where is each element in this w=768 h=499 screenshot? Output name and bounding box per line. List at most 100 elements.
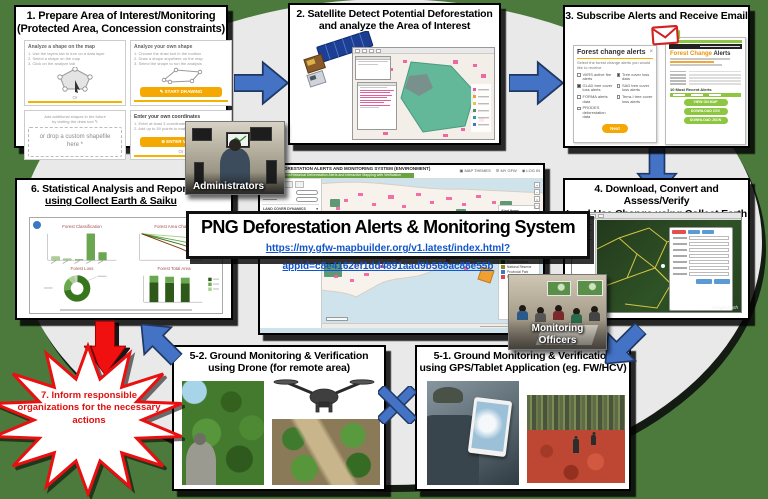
email-action-button[interactable]: VIEW ON MAP — [683, 98, 728, 106]
alert-option-label: SAD tree cover loss alerts — [622, 82, 650, 93]
map-zoom-controls[interactable]: +−⌂▢ — [534, 182, 540, 209]
alert-option[interactable]: FORMA alerts data — [577, 93, 614, 104]
close-icon[interactable]: × — [649, 49, 653, 55]
svg-text:Forest Loss: Forest Loss — [71, 265, 95, 270]
alerts-list-window — [357, 82, 397, 130]
email-preview: Forest Change Alerts 10 Most Recent Aler… — [665, 37, 746, 145]
email-action-button[interactable]: DOWNLOAD CSV — [683, 107, 728, 115]
alert-option[interactable]: SAD tree cover loss alerts — [616, 82, 654, 93]
map-app-subtitle: Near Real-Time/Historical Deforestation … — [264, 173, 414, 178]
alert-option[interactable]: Tree cover loss data — [616, 72, 654, 82]
map-scalebar — [326, 317, 348, 321]
arrow-step1-to-step2 — [234, 60, 288, 106]
monitoring-officers-label: Monitoring Officers — [531, 323, 584, 346]
email-action-button[interactable]: DOWNLOAD JSON — [683, 116, 728, 124]
alert-option[interactable]: VIIRS active fire alerts — [577, 71, 614, 82]
dashboard-footnote — [60, 309, 192, 311]
checkbox-icon[interactable] — [577, 106, 581, 111]
arrow-step2-to-step3 — [509, 60, 563, 106]
alert-option-label: PRODES deforestation data — [582, 105, 606, 120]
satellite-icon — [303, 31, 374, 88]
legend-item: Provincial Park — [501, 270, 537, 275]
legend-color-chip — [501, 259, 505, 264]
system-title: PNG Deforestation Alerts & Monitoring Sy… — [201, 217, 576, 237]
photo-drone-launch — [182, 381, 264, 485]
coordinates-heading: Enter your own coordinates — [134, 113, 201, 120]
map-toolbar — [353, 48, 494, 54]
photo-cleared-forest — [527, 395, 625, 483]
email-heading: Forest Change Alerts — [670, 51, 731, 57]
alert-option[interactable]: PRODES deforestation data — [577, 105, 614, 120]
x-connector-icon — [377, 385, 417, 425]
or-divider: Or — [134, 149, 228, 157]
step5-2-card: 5-2. Ground Monitoring & Verification us… — [172, 345, 386, 491]
dialog-buttons[interactable] — [672, 279, 730, 284]
arrow-step6-to-step7 — [84, 320, 126, 376]
step6-title: 6. Statistical Analysis and Reporting us… — [31, 183, 205, 208]
step3-title: 3. Subscribe Alerts and Receive Email — [565, 10, 748, 22]
drone-icon — [273, 379, 375, 413]
start-drawing-button[interactable]: ✎ START DRAWING — [140, 86, 222, 97]
or-divider: Or — [28, 95, 122, 103]
photo-monitoring-officers: Monitoring Officers — [508, 274, 607, 350]
checkbox-icon[interactable] — [616, 95, 620, 99]
photo-tablet-user — [427, 381, 519, 485]
shapefile-dropzone[interactable]: or drop a custom shapefile here * — [28, 127, 122, 157]
map-menu-item[interactable]: ◉ LOG IN — [521, 168, 540, 173]
step4-card: 4. Download, Convert and Assess/Verify L… — [563, 178, 750, 320]
legend-color-chip — [501, 275, 505, 280]
shapefile-panel: Add additional shapes in the future by v… — [24, 109, 126, 160]
saiku-dashboard: Forest Classification Forest Area Change… — [29, 217, 223, 314]
legend-color-chip — [501, 264, 505, 269]
alert-option[interactable]: GLAD tree cover loss alerts — [577, 83, 614, 93]
email-header-bar — [669, 44, 742, 49]
legend-label: Protected Area — [507, 259, 529, 264]
step5-1-title: 5-1. Ground Monitoring & Verification us… — [419, 350, 627, 375]
step2-card: 2. Satellite Detect Potential Deforestat… — [288, 3, 501, 145]
map-menu-item[interactable]: ▣ MAP THEMES — [459, 168, 491, 173]
google-earth-watermark: Google Earth — [711, 305, 738, 310]
forest-classification-chart: Forest Classification — [47, 224, 117, 264]
step5-1-card: 5-1. Ground Monitoring & Verification us… — [415, 345, 631, 491]
enter-values-button[interactable]: ⊕ ENTER VALUES — [140, 136, 222, 147]
checkbox-icon[interactable] — [577, 73, 581, 77]
svg-text:Forest Total Area: Forest Total Area — [157, 265, 191, 270]
forest-change-alerts-modal: Forest change alerts × Select the forest… — [573, 45, 657, 143]
svg-text:Forest Classification: Forest Classification — [62, 224, 102, 229]
legend-item: National Reserve — [501, 264, 537, 269]
collect-earth-dialog — [669, 227, 733, 311]
alert-option-label: FORMA alerts data — [582, 93, 608, 104]
step7-starburst — [0, 341, 188, 499]
checkbox-icon[interactable] — [577, 95, 581, 99]
collect-earth-window: Google Earth — [571, 212, 742, 313]
drawn-polygon-icon — [161, 67, 203, 84]
person-silhouette — [186, 433, 216, 485]
sidebar-button[interactable] — [296, 190, 318, 195]
alert-option-label: VIIRS active fire alerts — [582, 71, 612, 82]
own-shape-heading: Analyze your own shape — [134, 43, 193, 50]
divider-line — [134, 99, 228, 102]
sidebar-button[interactable] — [296, 197, 318, 202]
next-button[interactable]: Next — [602, 123, 628, 133]
forest-total-area-chart: Forest Total Area — [143, 265, 220, 302]
map-menu-item[interactable]: ☰ MY GFW — [495, 168, 517, 173]
alert-option[interactable]: Terra-I tree cover loss alerts — [616, 94, 654, 104]
system-url-link[interactable]: https://my.gfw-mapbuilder.org/v1.latest/… — [265, 243, 511, 272]
legend-label: National Reserve — [507, 264, 532, 269]
checkbox-icon[interactable] — [616, 73, 620, 77]
checkbox-icon[interactable] — [616, 84, 620, 88]
administrators-label: Administrators — [193, 181, 265, 192]
analyze-shape-heading: Analyze a shape on the map — [28, 43, 95, 50]
chart-grid: Forest Classification Forest Area Change… — [36, 222, 220, 305]
legend-label: Provincial Park — [507, 270, 529, 275]
svg-text:Forest Area Change: Forest Area Change — [154, 224, 194, 229]
popup-window — [355, 56, 391, 80]
photo-aerial-forest — [272, 419, 380, 485]
analyze-shape-panel: Analyze a shape on the map 1. Use the la… — [24, 39, 126, 106]
center-title-banner: PNG Deforestation Alerts & Monitoring Sy… — [186, 211, 590, 272]
checkbox-icon[interactable] — [577, 84, 581, 88]
